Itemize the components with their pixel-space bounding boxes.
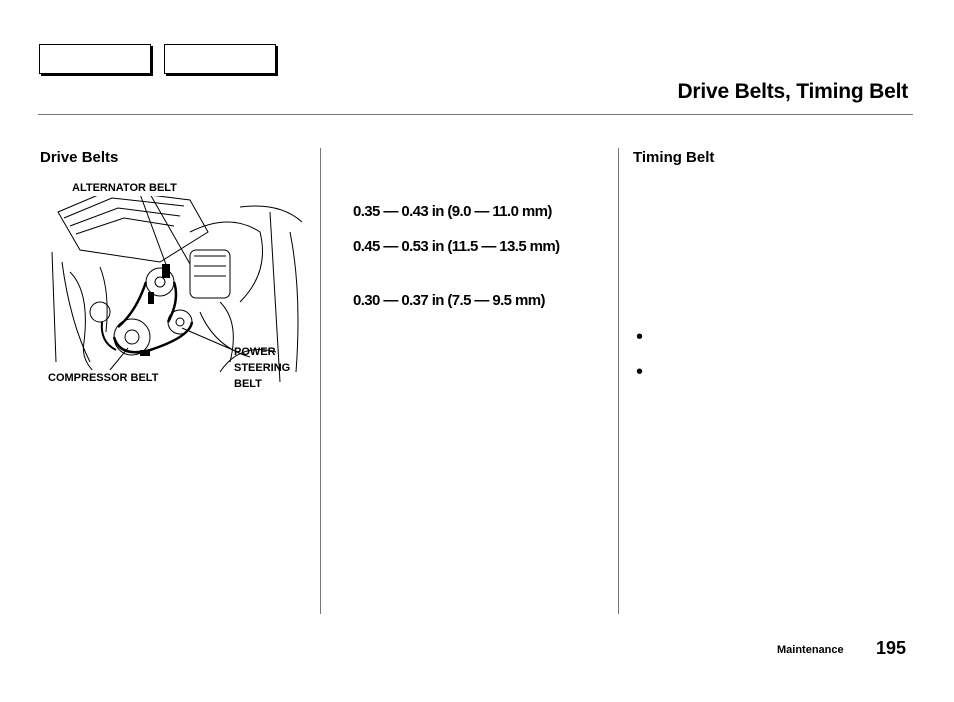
power-steering-belt-label: POWER STEERING BELT <box>234 346 291 390</box>
timing-belt-heading: Timing Belt <box>633 149 715 166</box>
title-divider <box>38 114 913 115</box>
belt-deflection-spec-3: 0.30 — 0.37 in (7.5 — 9.5 mm) <box>353 292 545 309</box>
drive-belts-heading: Drive Belts <box>40 149 119 166</box>
next-page-button[interactable] <box>164 44 276 74</box>
engine-belts-illustration <box>51 189 303 383</box>
previous-page-button[interactable] <box>39 44 151 74</box>
page-title: Drive Belts, Timing Belt <box>677 80 908 103</box>
page-number: 195 <box>876 638 907 658</box>
bullet-point: • <box>636 326 644 348</box>
alternator-belt-label: ALTERNATOR BELT <box>72 180 177 196</box>
footer-section-label: Maintenance <box>777 644 844 656</box>
belt-deflection-spec-1: 0.35 — 0.43 in (9.0 — 11.0 mm) <box>353 203 552 220</box>
belt-deflection-spec-2: 0.45 — 0.53 in (11.5 — 13.5 mm) <box>353 238 560 255</box>
compressor-belt-label: COMPRESSOR BELT <box>48 370 159 386</box>
column-divider-left <box>320 148 321 614</box>
bullet-point: • <box>636 361 644 383</box>
column-divider-right <box>618 148 619 614</box>
